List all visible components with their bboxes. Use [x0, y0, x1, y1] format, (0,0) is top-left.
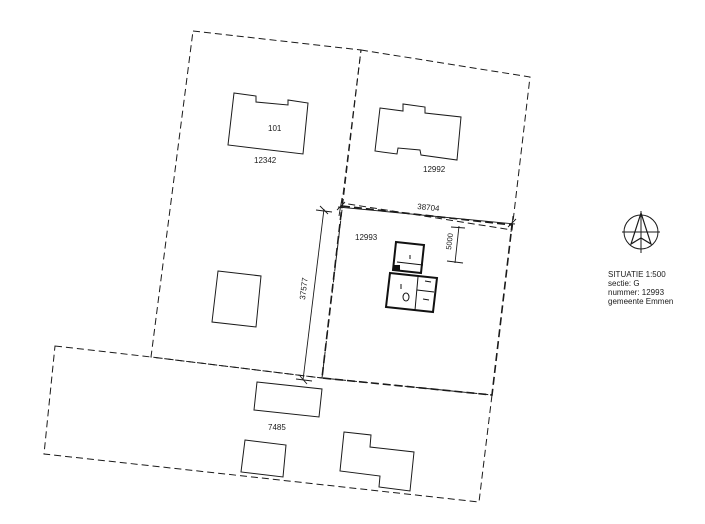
north-arrow-icon	[622, 211, 660, 253]
building-shed-left	[211, 270, 262, 328]
house-stair	[393, 265, 400, 271]
label-parcel-12992: 12992	[423, 165, 446, 174]
parcel-boundaries	[43, 30, 531, 503]
dimension-top-label: 38704	[417, 202, 441, 213]
label-parcel-12993: 12993	[355, 233, 378, 242]
house-annex	[391, 240, 426, 275]
building-bottom-2	[240, 439, 287, 478]
subject-house	[384, 240, 439, 314]
dimension-left: 37577	[295, 205, 333, 385]
title-number: nummer: 12993	[608, 288, 665, 297]
label-building-101: 101	[268, 124, 282, 133]
house-main	[384, 271, 439, 314]
label-parcel-12342: 12342	[254, 156, 277, 165]
dimension-setback-label: 5000	[444, 233, 455, 251]
building-bottom-3	[339, 431, 415, 492]
dimension-left-label: 37577	[298, 277, 310, 301]
title-block: SITUATIE 1:500 sectie: G nummer: 12993 g…	[608, 270, 673, 306]
neighbour-buildings	[211, 92, 462, 492]
building-101	[227, 92, 309, 155]
label-parcel-7485: 7485	[268, 423, 286, 432]
parcel-7485	[43, 345, 493, 503]
title-section: sectie: G	[608, 279, 640, 288]
house-bath-icon	[402, 292, 410, 302]
building-12992	[374, 103, 462, 161]
dimension-setback: 5000	[444, 225, 466, 264]
building-bottom-1	[253, 381, 323, 418]
dimension-top: 38704	[336, 197, 517, 233]
title-scale: SITUATIE 1:500	[608, 270, 666, 279]
title-municipality: gemeente Emmen	[608, 297, 674, 306]
parcel-12992	[341, 49, 531, 231]
